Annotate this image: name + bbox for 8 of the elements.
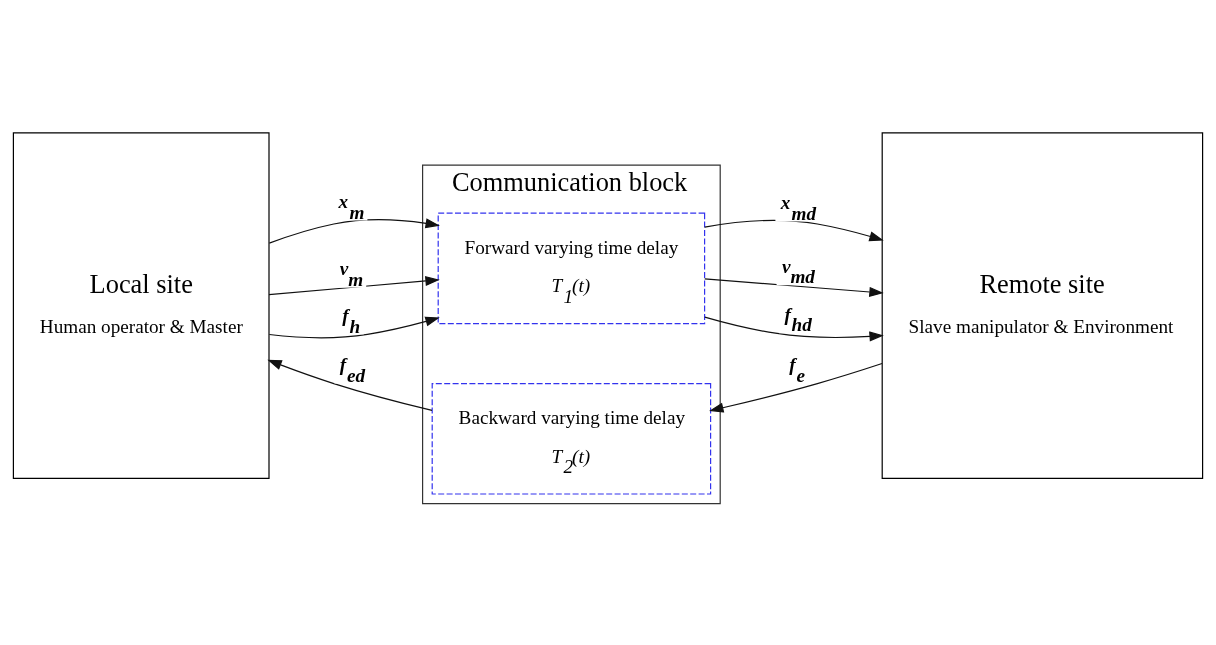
arrow (267, 359, 433, 411)
arrow (709, 362, 883, 413)
arrow (704, 315, 884, 341)
node-box: Local site Human operator & Master (12, 131, 270, 479)
node-box: Remote site Slave manipulator & Environment (881, 131, 1204, 479)
arrow (704, 277, 884, 297)
arrow (268, 316, 440, 338)
arrow (268, 217, 440, 244)
